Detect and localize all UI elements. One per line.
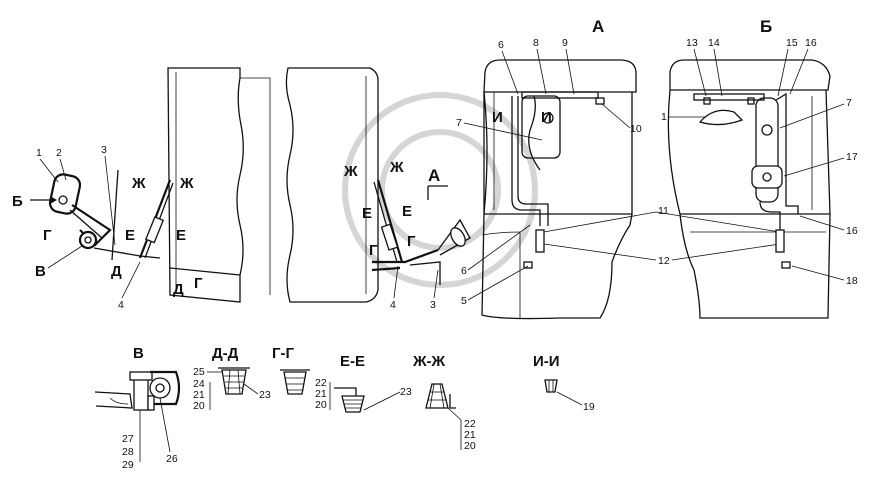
section-ii-callout-19: 19 bbox=[583, 401, 595, 413]
callout-a-6b: 6 bbox=[461, 265, 467, 277]
section-gg-title: Г-Г bbox=[272, 345, 294, 362]
section-ii-title: И-И bbox=[533, 353, 560, 370]
callout-b-7: 7 bbox=[846, 97, 852, 109]
section-dd-callout-21: 21 bbox=[193, 389, 205, 401]
label-i-left: И bbox=[492, 109, 503, 126]
cab-view-a bbox=[481, 59, 637, 320]
section-zhzh-callout-22: 22 bbox=[464, 418, 476, 430]
callout-b-13: 13 bbox=[686, 37, 698, 49]
view-arrow-a: А bbox=[428, 166, 440, 185]
middle-group-labels: Ж Ж А Е Е Г Г 4 3 bbox=[343, 159, 448, 311]
section-v: В 27 28 29 26 bbox=[94, 345, 181, 471]
callout-mid-3: 3 bbox=[430, 299, 436, 311]
callout-b-16b: 16 bbox=[846, 225, 858, 237]
section-dd-callout-24: 24 bbox=[193, 378, 205, 390]
cab-view-b-labels: Б 13 14 15 16 1 7 17 16 18 bbox=[661, 17, 858, 287]
left-mirror-assembly bbox=[30, 67, 379, 303]
section-gg-callout-21: 21 bbox=[315, 388, 327, 400]
callout-b-15: 15 bbox=[786, 37, 798, 49]
callout-mid-4: 4 bbox=[390, 299, 396, 311]
callout-b-18: 18 bbox=[846, 275, 858, 287]
label-zh-mid-left: Ж bbox=[343, 163, 358, 180]
label-g-right: Г bbox=[194, 275, 203, 292]
callout-12: 12 bbox=[658, 255, 670, 267]
section-ee-callout-23: 23 bbox=[400, 386, 412, 398]
label-zh-mid-right: Ж bbox=[389, 159, 404, 176]
section-zhzh-title: Ж-Ж bbox=[412, 353, 446, 370]
view-title-a: А bbox=[592, 17, 604, 36]
section-v-callout-27: 27 bbox=[122, 433, 134, 445]
callout-4: 4 bbox=[118, 299, 124, 311]
callout-1: 1 bbox=[36, 147, 42, 159]
section-zhzh-callout-21: 21 bbox=[464, 429, 476, 441]
section-ii: И-И 19 bbox=[533, 353, 595, 413]
label-e-mid-right: Е bbox=[402, 203, 412, 220]
section-v-callout-28: 28 bbox=[122, 446, 134, 458]
section-dd-callout-23: 23 bbox=[259, 389, 271, 401]
callout-b-17: 17 bbox=[846, 151, 858, 163]
callout-a-9: 9 bbox=[562, 37, 568, 49]
left-group-labels: 1 2 3 Б Г В Д Д Г Ж Ж Е Е 4 bbox=[12, 144, 203, 311]
section-dd-callout-20: 20 bbox=[193, 400, 205, 412]
callout-a-5: 5 bbox=[461, 295, 467, 307]
callout-a-7: 7 bbox=[456, 117, 462, 129]
label-g-left: Г bbox=[43, 227, 52, 244]
cab-view-a-labels: А 6 8 9 7 И И 10 11 6 5 12 bbox=[456, 17, 781, 307]
label-d-right: Д bbox=[173, 281, 184, 298]
callout-11: 11 bbox=[658, 205, 669, 217]
callout-b-1: 1 bbox=[661, 111, 667, 123]
label-g-mid-left: Г bbox=[369, 242, 378, 259]
section-zhzh: Ж-Ж 22 21 20 bbox=[412, 353, 476, 452]
label-e-right: Е bbox=[176, 227, 186, 244]
label-zh-left: Ж bbox=[131, 175, 146, 192]
label-zh-right: Ж bbox=[179, 175, 194, 192]
callout-b-16: 16 bbox=[805, 37, 817, 49]
callout-2: 2 bbox=[56, 147, 62, 159]
callout-a-8: 8 bbox=[533, 37, 539, 49]
label-e-left: Е bbox=[125, 227, 135, 244]
section-gg-callout-22: 22 bbox=[315, 377, 327, 389]
callout-b-14: 14 bbox=[708, 37, 720, 49]
callout-a-10: 10 bbox=[630, 123, 642, 135]
label-v: В bbox=[35, 263, 46, 280]
section-v-callout-26: 26 bbox=[166, 453, 178, 465]
view-title-b: Б bbox=[760, 17, 772, 36]
section-dd-callout-25: 25 bbox=[193, 366, 205, 378]
section-gg: Г-Г 22 21 20 bbox=[272, 345, 331, 411]
label-i-right: И bbox=[541, 109, 552, 126]
section-v-title: В bbox=[133, 345, 144, 362]
callout-3: 3 bbox=[101, 144, 107, 156]
cab-view-b bbox=[667, 59, 831, 319]
section-dd-title: Д-Д bbox=[212, 345, 239, 362]
section-ee: Е-Е 23 bbox=[334, 353, 412, 413]
middle-mirror-assembly bbox=[371, 179, 471, 285]
section-zhzh-callout-20: 20 bbox=[464, 440, 476, 452]
section-v-callout-29: 29 bbox=[122, 459, 134, 471]
label-g-mid-right: Г bbox=[407, 233, 416, 250]
section-ee-title: Е-Е bbox=[340, 353, 365, 370]
label-e-mid-left: Е bbox=[362, 205, 372, 222]
callout-a-6: 6 bbox=[498, 39, 504, 51]
view-arrow-b: Б bbox=[12, 193, 23, 210]
section-gg-callout-20: 20 bbox=[315, 399, 327, 411]
label-d-left: Д bbox=[111, 263, 122, 280]
section-dd: Д-Д 25 24 21 20 23 bbox=[193, 345, 271, 412]
